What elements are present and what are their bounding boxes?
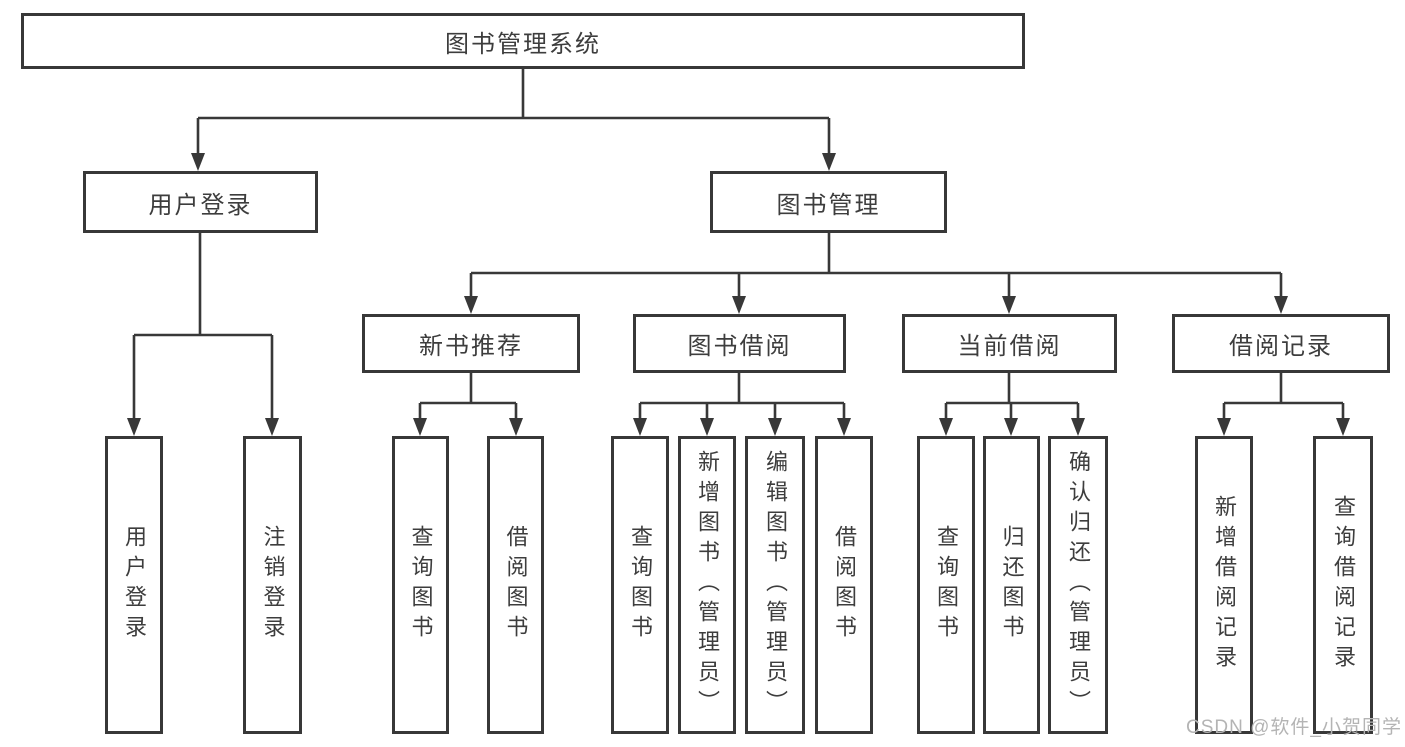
leaf-logout: 注销登录: [243, 436, 302, 734]
node-current-borrow-label: 当前借阅: [957, 333, 1062, 360]
leaf-query-books-borrow-label: 查询图书: [628, 525, 653, 645]
node-book-management: 图书管理: [710, 171, 947, 233]
leaf-add-borrow-record-label: 新增借阅记录: [1212, 495, 1237, 675]
node-new-book-recommend-label: 新书推荐: [419, 333, 523, 360]
node-current-borrow: 当前借阅: [902, 314, 1117, 373]
node-book-borrow-label: 图书借阅: [687, 333, 792, 360]
leaf-borrow-books-recommend: 借阅图书: [487, 436, 544, 734]
leaf-return-book: 归还图书: [983, 436, 1040, 734]
leaf-confirm-return-admin-label: 确认归还（管理员）: [1066, 450, 1091, 720]
leaf-return-book-label: 归还图书: [999, 525, 1025, 645]
leaf-confirm-return-admin: 确认归还（管理员）: [1048, 436, 1108, 734]
leaf-query-books-current: 查询图书: [917, 436, 975, 734]
leaf-add-borrow-record: 新增借阅记录: [1195, 436, 1253, 734]
leaf-borrow-book-label: 借阅图书: [832, 525, 857, 645]
leaf-logout-label: 注销登录: [260, 525, 286, 645]
leaf-query-books-current-label: 查询图书: [934, 525, 959, 645]
csdn-watermark: CSDN @软件_小贺同学: [1186, 717, 1402, 738]
leaf-borrow-book: 借阅图书: [815, 436, 873, 734]
leaf-query-books-recommend: 查询图书: [392, 436, 449, 734]
leaf-query-borrow-record: 查询借阅记录: [1313, 436, 1373, 734]
leaf-query-books-borrow: 查询图书: [611, 436, 669, 734]
node-library-system: 图书管理系统: [21, 13, 1025, 69]
node-user-login: 用户登录: [83, 171, 318, 233]
leaf-user-login-label: 用户登录: [122, 525, 147, 645]
node-borrow-records-label: 借阅记录: [1229, 333, 1333, 360]
node-library-system-label: 图书管理系统: [445, 30, 601, 58]
leaf-query-borrow-record-label: 查询借阅记录: [1331, 495, 1356, 675]
leaf-edit-book-admin: 编辑图书（管理员）: [745, 436, 805, 734]
leaf-borrow-books-recommend-label: 借阅图书: [503, 525, 529, 645]
node-book-borrow: 图书借阅: [633, 314, 846, 373]
node-borrow-records: 借阅记录: [1172, 314, 1390, 373]
node-new-book-recommend: 新书推荐: [362, 314, 580, 373]
leaf-edit-book-admin-label: 编辑图书（管理员）: [763, 450, 788, 720]
node-book-management-label: 图书管理: [776, 191, 881, 219]
leaf-add-book-admin: 新增图书（管理员）: [678, 436, 736, 734]
node-user-login-label: 用户登录: [148, 191, 253, 219]
leaf-add-book-admin-label: 新增图书（管理员）: [695, 450, 720, 720]
leaf-user-login: 用户登录: [105, 436, 163, 734]
leaf-query-books-recommend-label: 查询图书: [408, 525, 434, 645]
